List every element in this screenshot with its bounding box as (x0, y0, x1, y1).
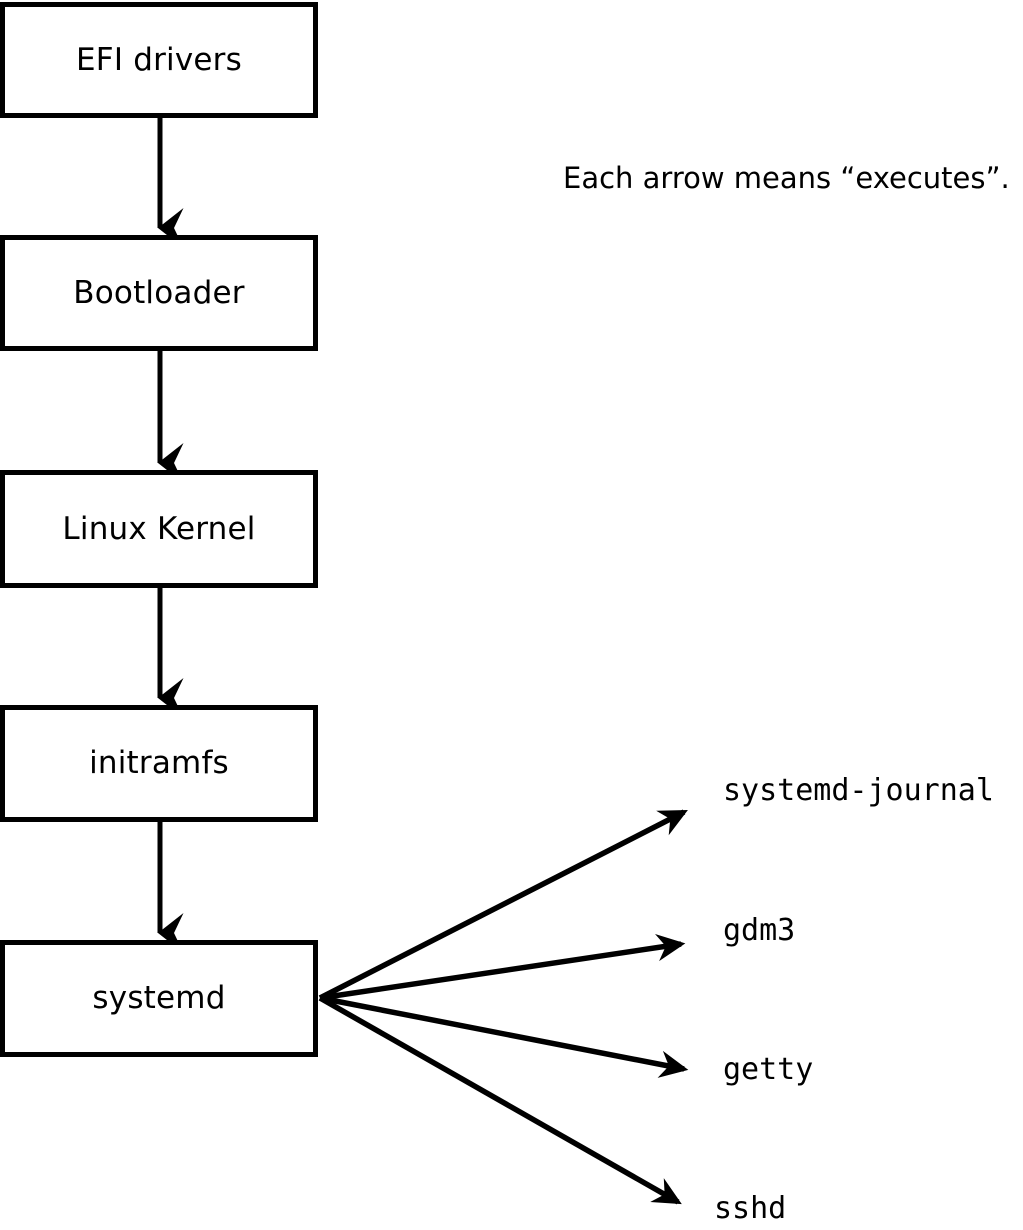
node-efi-drivers[interactable]: EFI drivers (0, 2, 318, 118)
fanout-arrow-group (318, 809, 689, 1205)
node-label-systemd: systemd (92, 980, 226, 1016)
node-linux-kernel[interactable]: Linux Kernel (0, 470, 318, 588)
arrow-systemd-to-systemd-journal (318, 809, 688, 1001)
leaf-label-systemd-journal[interactable]: systemd-journal (723, 773, 994, 808)
node-label-efi-drivers: EFI drivers (76, 41, 242, 78)
node-label-bootloader: Bootloader (73, 274, 245, 311)
leaf-label-sshd[interactable]: sshd (714, 1191, 787, 1226)
legend-note: Each arrow means “executes”. (563, 161, 1010, 195)
arrow-systemd-to-getty (319, 995, 689, 1078)
node-bootloader[interactable]: Bootloader (0, 235, 318, 351)
arrow-systemd-to-gdm3 (319, 933, 686, 1001)
node-initramfs[interactable]: initramfs (0, 705, 318, 822)
leaf-label-gdm3[interactable]: gdm3 (723, 913, 796, 948)
leaf-label-getty[interactable]: getty (723, 1052, 814, 1087)
arrow-systemd-to-sshd (318, 995, 682, 1205)
node-label-linux-kernel: Linux Kernel (62, 510, 256, 547)
node-label-initramfs: initramfs (89, 745, 229, 781)
node-systemd[interactable]: systemd (0, 940, 318, 1057)
